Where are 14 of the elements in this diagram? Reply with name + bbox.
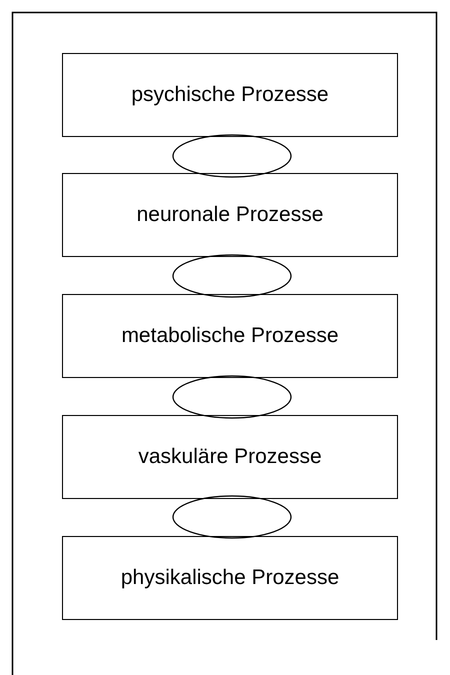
process-label: metabolische Prozesse (121, 324, 339, 348)
process-label: physikalische Prozesse (120, 566, 340, 590)
process-box (62, 536, 398, 620)
process-box (62, 53, 398, 137)
process-label: vaskuläre Prozesse (138, 445, 322, 469)
process-label: psychische Prozesse (131, 83, 329, 107)
process-box (62, 415, 398, 499)
process-box (62, 294, 398, 378)
ellipse-ring (172, 495, 292, 539)
ellipse-ring (172, 375, 292, 419)
process-box (62, 173, 398, 257)
ellipse-ring (172, 134, 292, 178)
ellipse-ring (172, 254, 292, 298)
process-label: neuronale Prozesse (136, 203, 324, 227)
